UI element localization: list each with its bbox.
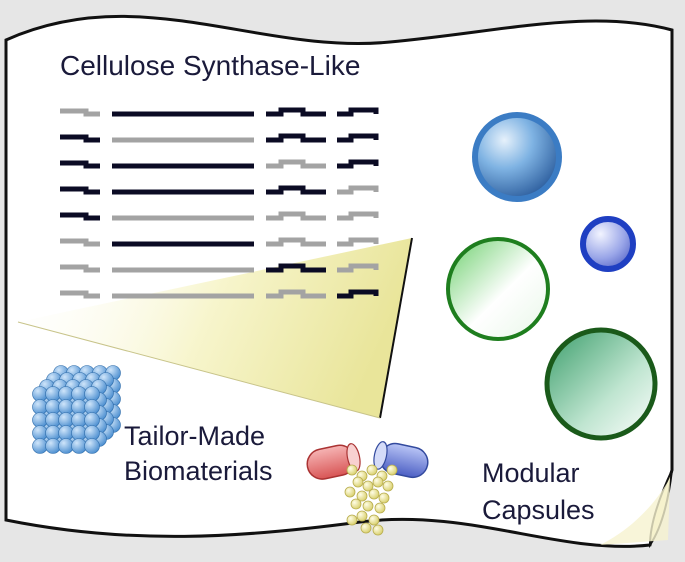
capsule-bead <box>372 476 384 488</box>
capsule-bead <box>368 488 380 500</box>
capsule-bead <box>386 464 398 476</box>
capsule-bead <box>356 490 368 502</box>
capsules-label-line-1: Modular <box>482 458 580 488</box>
capsule-bead <box>350 498 362 510</box>
loop-segment <box>266 159 326 169</box>
n-terminal-segment <box>60 134 100 143</box>
n-terminal-segment <box>60 108 100 117</box>
n-terminal-segment <box>60 238 100 247</box>
paper-curl-shade <box>600 478 670 545</box>
n-terminal-segment <box>60 264 100 273</box>
n-terminal-segment <box>60 186 100 195</box>
gene-row <box>60 289 379 299</box>
biomaterials-label-line-1: Tailor-Made <box>124 421 266 451</box>
c-terminal-segment <box>337 237 379 247</box>
modular-capsules-label: Modular Capsules <box>482 455 595 529</box>
gene-row <box>60 263 379 273</box>
gene-row <box>60 133 379 143</box>
capsule-bead <box>346 464 358 476</box>
green-capsule-sphere-icon <box>446 237 550 341</box>
cube-of-spheres-icon <box>32 365 121 454</box>
gene-row <box>60 185 379 195</box>
gene-row <box>60 237 379 247</box>
loop-segment <box>266 237 326 247</box>
cube-sphere <box>84 438 100 454</box>
selection-beam <box>18 238 412 418</box>
large-green-capsule-sphere-icon <box>544 327 658 441</box>
loop-segment <box>266 263 326 273</box>
gene-row <box>60 107 379 117</box>
c-terminal-segment <box>337 107 379 117</box>
tailor-made-biomaterials-label: Tailor-Made Biomaterials <box>124 419 273 489</box>
selection-beam-edge-bottom <box>17 321 381 419</box>
loop-segment <box>266 133 326 143</box>
capsule-bead <box>360 522 372 534</box>
capsule-bead <box>368 514 380 526</box>
capsule-bead <box>344 486 356 498</box>
n-terminal-segment <box>60 290 100 299</box>
capsule-bead <box>352 476 364 488</box>
capsule-bead <box>362 480 374 492</box>
capsule-bead <box>356 510 368 522</box>
capsule-bead <box>366 464 378 476</box>
capsule-bead <box>378 492 390 504</box>
gene-row <box>60 211 379 221</box>
capsule-bead <box>382 480 394 492</box>
cellulose-synthase-like-title: Cellulose Synthase-Like <box>60 50 361 81</box>
c-terminal-segment <box>337 159 379 169</box>
biomaterials-label-line-2: Biomaterials <box>124 456 273 486</box>
small-blue-capsule-sphere-icon <box>580 216 636 272</box>
capsule-bead <box>362 500 374 512</box>
loop-segment <box>266 185 326 195</box>
c-terminal-segment <box>337 211 379 221</box>
open-capsule-pill-icon <box>306 441 429 536</box>
capsule-bead <box>374 502 386 514</box>
c-terminal-segment <box>337 289 379 299</box>
n-terminal-segment <box>60 212 100 221</box>
c-terminal-segment <box>337 263 379 273</box>
gene-domain-rows <box>60 107 379 299</box>
c-terminal-segment <box>337 133 379 143</box>
n-terminal-segment <box>60 160 100 169</box>
blue-capsule-sphere-icon <box>472 112 562 202</box>
capsule-bead <box>372 524 384 536</box>
loop-segment <box>266 211 326 221</box>
gene-row <box>60 159 379 169</box>
capsules-label-line-2: Capsules <box>482 495 595 525</box>
capsule-bead <box>346 514 358 526</box>
selection-beam-edge <box>379 237 413 419</box>
capsule-beads <box>344 464 398 536</box>
loop-segment <box>266 289 326 299</box>
loop-segment <box>266 107 326 117</box>
c-terminal-segment <box>337 185 379 195</box>
